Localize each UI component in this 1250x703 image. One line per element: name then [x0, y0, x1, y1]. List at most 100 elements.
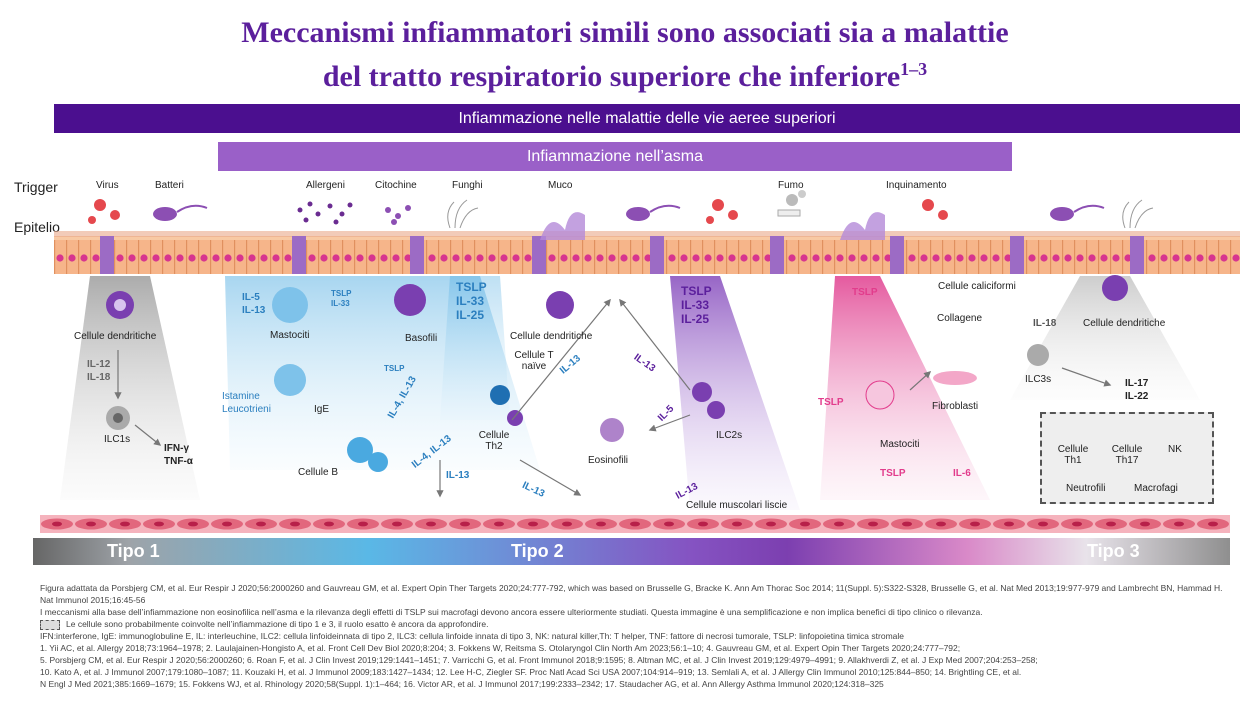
label-mastociti-right: Mastociti — [880, 439, 920, 450]
label-dendritic-left: Cellule dendritiche — [74, 331, 157, 342]
type-gradient-bar: Tipo 1 Tipo 2 Tipo 3 — [33, 538, 1230, 565]
virus-icon-2 — [706, 199, 738, 224]
label-eosinofili: Eosinofili — [588, 455, 629, 466]
row-label-trigger: Trigger — [14, 179, 58, 195]
label-mastociti-left: Mastociti — [270, 330, 310, 341]
label-il17-il22: IL-17 IL-22 — [1125, 378, 1149, 402]
pollution-icon — [840, 212, 885, 240]
label-dendritic-mid: Cellule dendritiche — [510, 331, 593, 342]
label-il5-il13: IL-5 IL-13 — [242, 292, 266, 316]
label-istamine: Istamine Leucotrieni — [222, 391, 271, 415]
ilc3-cell-icon — [1027, 344, 1049, 366]
legend-box: Cellule Th1 Cellule Th17 NK Neutrofili M… — [1040, 412, 1214, 504]
label-dendritic-right: Cellule dendritiche — [1083, 318, 1166, 329]
dendritic-cell-icon-2 — [546, 291, 574, 319]
label-tslp-pink-c: TSLP — [880, 468, 906, 479]
eosinophil-cell-icon — [600, 418, 624, 442]
type-3-label: Tipo 3 — [1087, 541, 1140, 561]
label-muscle: Cellule muscolari liscie — [686, 500, 788, 511]
epithelium-cilia — [54, 231, 1240, 237]
type-1-label: Tipo 1 — [107, 541, 160, 561]
cone-type1 — [60, 276, 200, 500]
mastocyte-cell-icon — [272, 287, 308, 323]
band-asthma: Infiammazione nell’asma — [218, 142, 1012, 171]
trigger-label-funghi: Funghi — [452, 180, 483, 191]
label-caliciformi: Cellule caliciformi — [938, 281, 1016, 292]
cone-type3-right — [1010, 276, 1200, 400]
bacteria-icon-3 — [1050, 204, 1105, 221]
title-line-2: del tratto respiratorio superiore che in… — [0, 51, 1250, 95]
mastocyte-cell-icon-2 — [274, 364, 306, 396]
label-tslp-il33-il25-right: TSLP IL-33 IL-25 — [681, 284, 712, 326]
label-il18-right: IL-18 — [1033, 318, 1057, 329]
dendritic-cell-icon-3 — [1102, 275, 1128, 301]
th2-cell-icon — [507, 410, 523, 426]
virus-icon — [88, 199, 120, 224]
allergen-icon — [297, 201, 353, 225]
footer-refs-3: 10. Kato A, et al. J Immunol 2007;179:10… — [40, 667, 1022, 677]
title-line-1: Meccanismi infiammatori simili sono asso… — [241, 16, 1009, 49]
mastocyte-cell-icon-3 — [865, 380, 895, 410]
label-collagene: Collagene — [937, 313, 983, 324]
footer-references: Figura adattata da Porsbjerg CM, et al. … — [40, 582, 1225, 690]
label-ilc1s: ILC1s — [104, 434, 131, 445]
b-cell-icon — [347, 437, 388, 472]
label-il12-il18: IL-12 IL-18 — [87, 359, 111, 383]
mucus-icon — [540, 212, 585, 240]
label-tslp-il33-il25-left: TSLP IL-33 IL-25 — [456, 280, 487, 322]
footer-refs-2: 5. Porsbjerg CM, et al. Eur Respir J 202… — [40, 655, 1038, 665]
label-ifn-tnf: IFN-γ TNF-α — [164, 443, 193, 467]
label-ilc2s: ILC2s — [716, 430, 743, 441]
label-il13-a: IL-13 — [446, 470, 470, 481]
type-2-label: Tipo 2 — [511, 541, 564, 561]
label-tslp-small: TSLP — [384, 364, 405, 373]
label-ige: IgE — [314, 404, 330, 415]
bacteria-icon — [153, 204, 208, 221]
trigger-label-citochine: Citochine — [375, 180, 417, 191]
dendritic-cell-icon — [106, 291, 134, 319]
trigger-label-muco: Muco — [548, 180, 573, 191]
cone-type3-pink — [820, 276, 990, 500]
footer-source: Figura adattata da Porsbjerg CM, et al. … — [40, 583, 1223, 605]
label-basofili: Basofili — [405, 333, 438, 344]
footer-abbreviations: IFN:interferone, IgE: immunoglobuline E,… — [40, 631, 904, 641]
footer-refs-1: 1. Yii AC, et al. Allergy 2018;73:1964–1… — [40, 643, 961, 653]
label-th2: Cellule Th2 — [478, 430, 510, 452]
trigger-label-allergeni: Allergeni — [306, 180, 345, 191]
trigger-label-virus: Virus — [96, 180, 119, 191]
cone-type2-mid — [440, 276, 510, 420]
ilc1-cell-icon — [106, 406, 130, 430]
label-ilc3s: ILC3s — [1025, 374, 1052, 385]
label-tslp-il33-small: TSLP IL-33 — [331, 289, 352, 308]
legend-nk: NK — [1168, 444, 1182, 455]
label-cellule-b: Cellule B — [298, 467, 339, 478]
footer-note: I meccanismi alla base dell’infiammazion… — [40, 607, 983, 617]
page-title: Meccanismi infiammatori simili sono asso… — [0, 14, 1250, 95]
dashed-square-icon — [40, 619, 60, 630]
trigger-label-fumo: Fumo — [778, 180, 804, 191]
title-line-2-text: del tratto respiratorio superiore che in… — [322, 60, 901, 93]
trigger-label-inquinamento: Inquinamento — [886, 180, 947, 191]
fibroblast-cell-icon — [933, 371, 977, 385]
label-t-naive: Cellule T naïve — [514, 350, 554, 372]
legend-th17: Cellule Th17 — [1111, 444, 1143, 466]
band-upper-airway: Infiammazione nelle malattie delle vie a… — [54, 104, 1240, 133]
legend-th1: Cellule Th1 — [1057, 444, 1089, 466]
fungi-icon-2 — [1122, 199, 1154, 229]
trigger-label-batteri: Batteri — [155, 180, 184, 191]
fungi-icon — [447, 199, 479, 229]
row-label-epithelium: Epitelio — [14, 219, 60, 235]
epithelium-layer — [54, 236, 1240, 274]
cone-type2-right — [670, 276, 800, 510]
footer-legend-note-row: Le cellule sono probabilmente coinvolte … — [40, 618, 1225, 630]
flow-arrows — [114, 298, 1112, 498]
t-naive-cell-icon — [490, 385, 510, 405]
label-fibroblasti: Fibroblasti — [932, 401, 979, 412]
basophil-cell-icon — [394, 284, 426, 316]
legend-macrofagi: Macrofagi — [1134, 483, 1178, 494]
virus-icon-3 — [922, 199, 948, 220]
label-tslp-pink-a: TSLP — [852, 287, 878, 298]
label-tslp-pink-b: TSLP — [818, 397, 844, 408]
ilc2-cell-icon — [692, 382, 725, 419]
